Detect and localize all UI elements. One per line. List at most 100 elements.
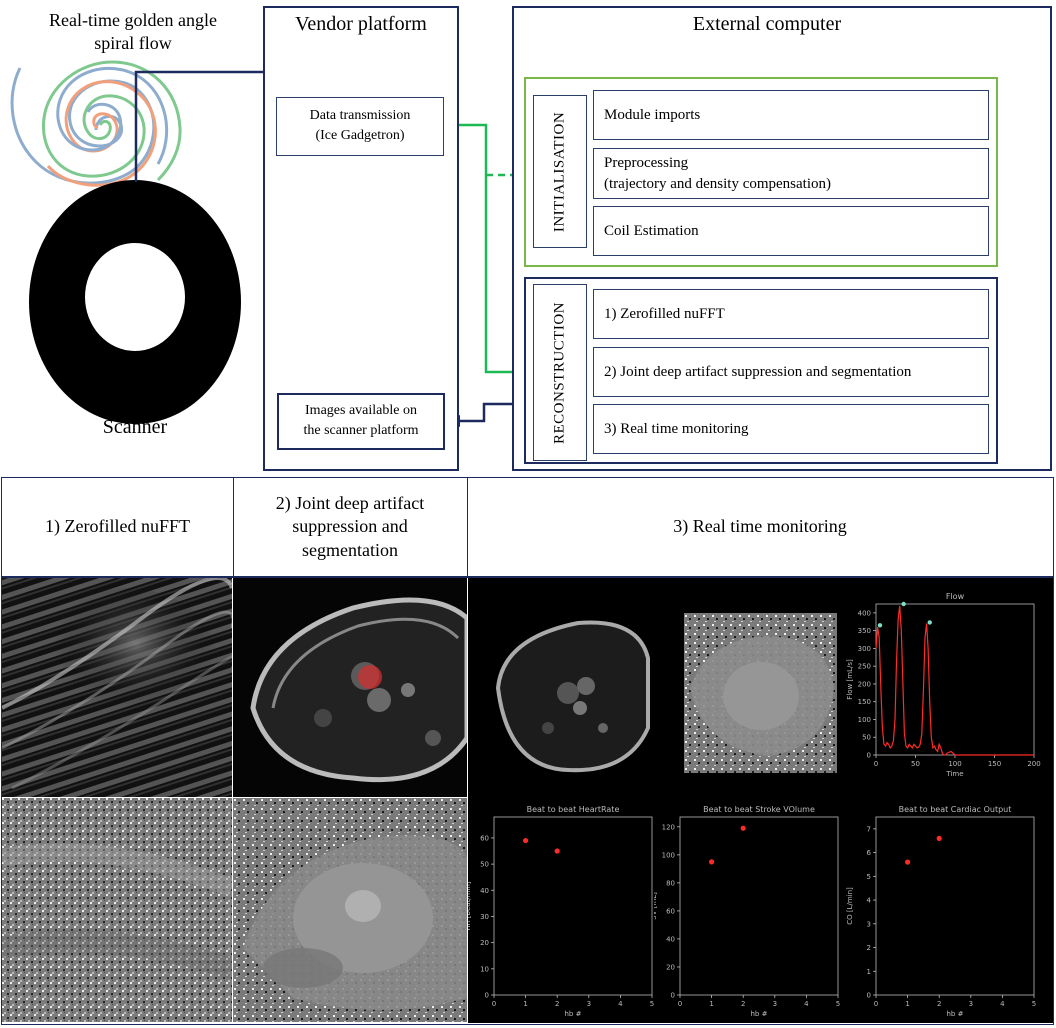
x-axis-label: Time bbox=[945, 770, 963, 778]
scatter-point bbox=[709, 859, 715, 865]
x-tick-label: 50 bbox=[911, 760, 920, 768]
real-time-monitoring-module: 3) Real time monitoring bbox=[593, 404, 989, 454]
spiral-green-arm bbox=[41, 60, 182, 182]
x-tick-label: 2 bbox=[741, 1000, 745, 1008]
scatter-point bbox=[905, 859, 911, 865]
peak-marker bbox=[927, 620, 932, 625]
y-tick-label: 10 bbox=[480, 965, 489, 973]
images-available-box: Images available on the scanner platform bbox=[277, 393, 445, 450]
y-axis-label: CO [L/min] bbox=[846, 887, 854, 925]
x-tick-label: 4 bbox=[618, 1000, 623, 1008]
scatter-point bbox=[523, 837, 529, 844]
x-tick-label: 3 bbox=[773, 1000, 777, 1008]
header-monitoring: 3) Real time monitoring bbox=[467, 478, 1053, 576]
spiral-orange-arm bbox=[46, 80, 157, 187]
x-tick-label: 0 bbox=[678, 1000, 682, 1008]
arrow-recon-to-images bbox=[458, 402, 526, 423]
y-tick-label: 20 bbox=[666, 963, 675, 971]
y-tick-label: 200 bbox=[858, 680, 871, 688]
x-tick-label: 150 bbox=[988, 760, 1001, 768]
header-joint-deep-text: 2) Joint deep artifact suppression and s… bbox=[275, 492, 425, 560]
y-axis-label: SV [mL] bbox=[654, 892, 658, 920]
scanner-label: Scanner bbox=[102, 416, 168, 438]
plot-frame bbox=[493, 816, 653, 996]
y-tick-label: 50 bbox=[862, 734, 871, 742]
coil-estimation-module: Coil Estimation bbox=[593, 206, 989, 256]
x-axis-label: hb # bbox=[947, 1010, 964, 1018]
x-tick-label: 1 bbox=[905, 1000, 909, 1008]
x-axis-label: hb # bbox=[751, 1010, 768, 1018]
x-tick-label: 1 bbox=[523, 1000, 527, 1008]
y-tick-label: 30 bbox=[480, 913, 489, 921]
images-available-text: Images available on the scanner platform bbox=[303, 403, 419, 439]
results-grid bbox=[1, 477, 1054, 1025]
flow-series-line bbox=[875, 605, 1034, 756]
spiral-blue-arm bbox=[10, 67, 156, 185]
y-tick-label: 100 bbox=[858, 716, 871, 724]
y-axis-label: HR [beat/min] bbox=[468, 881, 472, 930]
y-tick-label: 0 bbox=[485, 992, 489, 1000]
x-tick-label: 2 bbox=[937, 1000, 941, 1008]
y-tick-label: 150 bbox=[858, 698, 871, 706]
y-tick-label: 6 bbox=[867, 849, 872, 857]
y-tick-label: 100 bbox=[662, 851, 675, 859]
chart-title: Beat to beat Cardiac Output bbox=[899, 805, 1012, 814]
header-monitoring-text: 3) Real time monitoring bbox=[673, 516, 847, 537]
y-tick-label: 3 bbox=[867, 920, 871, 928]
y-tick-label: 1 bbox=[867, 968, 871, 976]
y-tick-label: 80 bbox=[666, 879, 675, 887]
arrow-data-to-recon bbox=[484, 175, 514, 374]
y-tick-label: 250 bbox=[858, 663, 871, 671]
x-tick-label: 0 bbox=[874, 760, 878, 768]
x-tick-label: 5 bbox=[1032, 1000, 1036, 1008]
scatter-point bbox=[554, 848, 560, 854]
y-tick-label: 40 bbox=[480, 887, 489, 895]
y-tick-label: 300 bbox=[858, 645, 871, 653]
scatter-point bbox=[740, 825, 746, 831]
segmentation-magnitude-image bbox=[233, 578, 467, 797]
plot-frame bbox=[679, 816, 839, 996]
y-tick-label: 60 bbox=[666, 907, 675, 915]
chart-title: Beat to beat HeartRate bbox=[527, 805, 620, 814]
y-tick-label: 0 bbox=[867, 992, 871, 1000]
zerofilled-nufft-module: 1) Zerofilled nuFFT bbox=[593, 289, 989, 339]
x-tick-label: 4 bbox=[1000, 1000, 1005, 1008]
y-tick-label: 40 bbox=[666, 935, 675, 943]
spiral-caption: Real-time golden angle spiral flow bbox=[49, 10, 217, 54]
y-tick-label: 400 bbox=[858, 609, 871, 617]
plot-frame bbox=[875, 603, 1035, 756]
plot-frame bbox=[875, 816, 1035, 996]
nufft-magnitude-image bbox=[2, 578, 232, 797]
monitor-phase-thumb bbox=[684, 613, 837, 773]
vendor-platform-title: Vendor platform bbox=[295, 13, 427, 35]
header-zerofilled-text: 1) Zerofilled nuFFT bbox=[45, 516, 190, 537]
scatter-point bbox=[936, 835, 942, 841]
segmentation-phase-image bbox=[233, 798, 467, 1022]
y-tick-label: 0 bbox=[867, 752, 871, 760]
initialisation-label: INITIALISATION bbox=[533, 95, 587, 248]
y-tick-label: 4 bbox=[867, 897, 872, 905]
peak-marker bbox=[877, 623, 883, 628]
y-tick-label: 0 bbox=[671, 992, 675, 1000]
y-tick-label: 5 bbox=[867, 873, 871, 881]
chart-title: Flow bbox=[946, 592, 965, 601]
x-tick-label: 3 bbox=[969, 1000, 973, 1008]
y-tick-label: 20 bbox=[480, 939, 489, 947]
artifact-suppression-module: 2) Joint deep artifact suppression and s… bbox=[593, 347, 989, 397]
monitoring-panel bbox=[468, 578, 1053, 1023]
x-tick-label: 3 bbox=[587, 1000, 591, 1008]
data-transmission-box: Data transmission (Ice Gadgetron) bbox=[276, 97, 444, 156]
chart-title: Beat to beat Stroke VOlume bbox=[703, 805, 815, 814]
header-joint-deep: 2) Joint deep artifact suppression and s… bbox=[233, 478, 468, 576]
y-tick-label: 120 bbox=[662, 823, 675, 831]
y-tick-label: 7 bbox=[867, 825, 871, 833]
x-tick-label: 0 bbox=[492, 1000, 496, 1008]
peak-marker bbox=[901, 601, 906, 607]
y-axis-label: Flow [mL/s] bbox=[846, 659, 854, 700]
x-tick-label: 0 bbox=[874, 1000, 878, 1008]
x-tick-label: 2 bbox=[555, 1000, 559, 1008]
x-tick-label: 5 bbox=[836, 1000, 840, 1008]
